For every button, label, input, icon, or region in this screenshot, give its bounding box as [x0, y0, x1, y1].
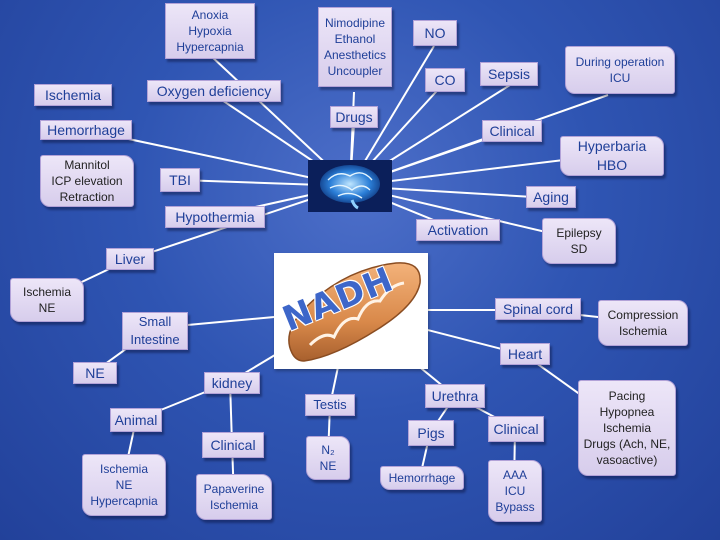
node-liver[interactable]: Liver — [106, 248, 154, 270]
brain-icon — [308, 160, 392, 212]
node-hemorrhage-pigs[interactable]: Hemorrhage — [380, 466, 464, 490]
mitochondrion-icon — [288, 262, 421, 362]
node-small-intestine[interactable]: Small Intestine — [122, 312, 188, 350]
node-aaa-icu-bypass[interactable]: AAA ICU Bypass — [488, 460, 542, 522]
node-ischemia-ne-liver[interactable]: Ischemia NE — [10, 278, 84, 322]
node-aging[interactable]: Aging — [526, 186, 576, 208]
node-anoxia-hypoxia-hypercapnia[interactable]: Anoxia Hypoxia Hypercapnia — [165, 3, 255, 59]
node-epilepsy-sd[interactable]: Epilepsy SD — [542, 218, 616, 264]
node-pacing-hypopnea[interactable]: Pacing Hypopnea Ischemia Drugs (Ach, NE,… — [578, 380, 676, 476]
node-heart[interactable]: Heart — [500, 343, 550, 365]
node-urethra[interactable]: Urethra — [425, 384, 485, 408]
node-ne[interactable]: NE — [73, 362, 117, 384]
node-ischemia[interactable]: Ischemia — [34, 84, 112, 106]
node-activation[interactable]: Activation — [416, 219, 500, 241]
node-drugs[interactable]: Drugs — [330, 106, 378, 128]
node-hemorrhage[interactable]: Hemorrhage — [40, 120, 132, 140]
node-tbi[interactable]: TBI — [160, 168, 200, 192]
node-clinical-top[interactable]: Clinical — [482, 120, 542, 142]
node-pigs[interactable]: Pigs — [408, 420, 454, 446]
node-hypothermia[interactable]: Hypothermia — [165, 206, 265, 228]
node-oxygen-deficiency[interactable]: Oxygen deficiency — [147, 80, 281, 102]
node-n2-ne[interactable]: N₂ NE — [306, 436, 350, 480]
node-compression-ischemia[interactable]: Compression Ischemia — [598, 300, 688, 346]
mitochondrion-image — [274, 253, 428, 369]
node-hyperbaria-hbo[interactable]: Hyperbaria HBO — [560, 136, 664, 176]
node-testis[interactable]: Testis — [305, 394, 355, 416]
node-during-operation-icu[interactable]: During operation ICU — [565, 46, 675, 94]
node-spinal-cord[interactable]: Spinal cord — [495, 298, 581, 320]
node-papaverine-ischemia[interactable]: Papaverine Ischemia — [196, 474, 272, 520]
node-sepsis[interactable]: Sepsis — [480, 62, 538, 86]
node-co[interactable]: CO — [425, 68, 465, 92]
node-no[interactable]: NO — [413, 20, 457, 46]
node-clinical-urethra[interactable]: Clinical — [488, 416, 544, 442]
node-mannitol-icp-retraction[interactable]: Mannitol ICP elevation Retraction — [40, 155, 134, 207]
node-clinical-kidney[interactable]: Clinical — [202, 432, 264, 458]
node-drug-list[interactable]: Nimodipine Ethanol Anesthetics Uncoupler — [318, 7, 392, 87]
node-animal[interactable]: Animal — [110, 408, 162, 432]
node-ischemia-ne-hypercapnia[interactable]: Ischemia NE Hypercapnia — [82, 454, 166, 516]
node-kidney[interactable]: kidney — [204, 372, 260, 394]
